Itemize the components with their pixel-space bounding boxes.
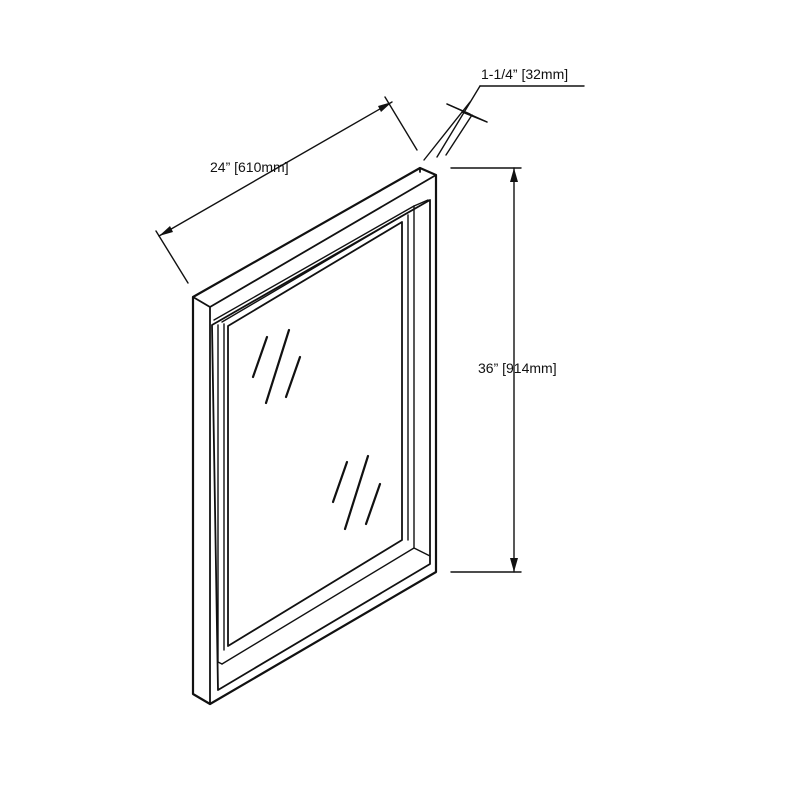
height-label: 36” [914mm]	[478, 360, 557, 376]
height-arrow-top	[510, 168, 518, 182]
width-dimension: 24” [610mm]	[155, 96, 418, 284]
height-arrow-bottom	[510, 558, 518, 572]
mirror-frame	[191, 166, 438, 706]
glare-stroke	[264, 328, 291, 405]
frame-outer-face	[191, 166, 438, 706]
depth-leader-lower	[445, 114, 473, 156]
frame-inner-border	[211, 199, 431, 691]
width-arrow-left	[159, 226, 173, 236]
depth-leader	[436, 85, 481, 158]
frame-molding-bottom	[221, 547, 415, 665]
frame-molding-left	[217, 324, 223, 665]
glare-stroke	[284, 355, 302, 399]
glare-stroke	[331, 460, 349, 504]
glare-marks	[251, 328, 382, 531]
depth-tick	[461, 111, 488, 123]
width-arrow-right	[378, 102, 392, 112]
width-label: 24” [610mm]	[210, 159, 289, 175]
width-extension-right	[384, 96, 418, 151]
depth-label: 1-1/4” [32mm]	[481, 66, 568, 82]
glass-inner-top	[221, 215, 403, 323]
glare-stroke	[251, 335, 269, 379]
depth-tick	[446, 103, 471, 115]
width-extension-left	[155, 230, 189, 284]
frame-molding-right	[413, 205, 431, 557]
frame-molding-top	[213, 199, 429, 321]
height-dimension: 36” [914mm]	[450, 167, 557, 573]
mirror-glass	[227, 221, 403, 647]
glare-stroke	[343, 454, 370, 531]
width-dimension-line	[158, 101, 393, 237]
depth-dimension: 1-1/4” [32mm]	[423, 66, 585, 161]
glare-stroke	[364, 482, 382, 526]
